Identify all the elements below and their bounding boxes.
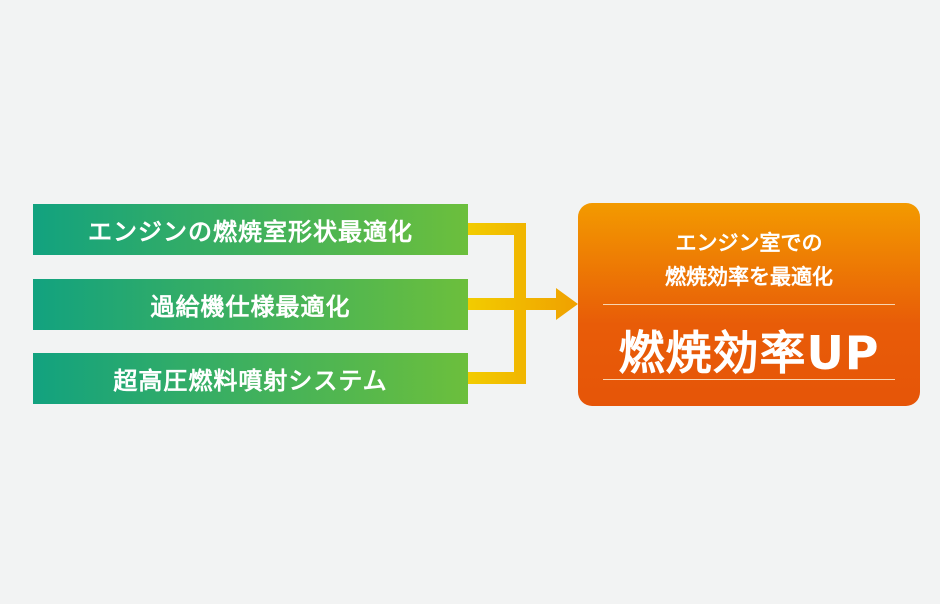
result-subtitle-line2: 燃焼効率を最適化 xyxy=(665,265,833,289)
factor-label: 過給機仕様最適化 xyxy=(150,293,351,321)
connector-line xyxy=(468,223,526,384)
arrow-icon xyxy=(514,288,578,320)
factor-box-combustion-chamber: エンジンの燃焼室形状最適化 xyxy=(33,204,468,255)
divider xyxy=(603,379,895,380)
factor-box-fuel-injection: 超高圧燃料噴射システム xyxy=(33,353,468,404)
divider xyxy=(603,304,895,305)
result-headline: 燃焼効率UP xyxy=(618,326,880,380)
factor-label: エンジンの燃焼室形状最適化 xyxy=(88,218,413,246)
result-subtitle-line1: エンジン室での xyxy=(675,231,823,255)
factor-label: 超高圧燃料噴射システム xyxy=(113,367,388,395)
result-box: エンジン室での 燃焼効率を最適化 燃焼効率UP xyxy=(578,203,920,406)
factor-box-turbocharger: 過給機仕様最適化 xyxy=(33,279,468,330)
